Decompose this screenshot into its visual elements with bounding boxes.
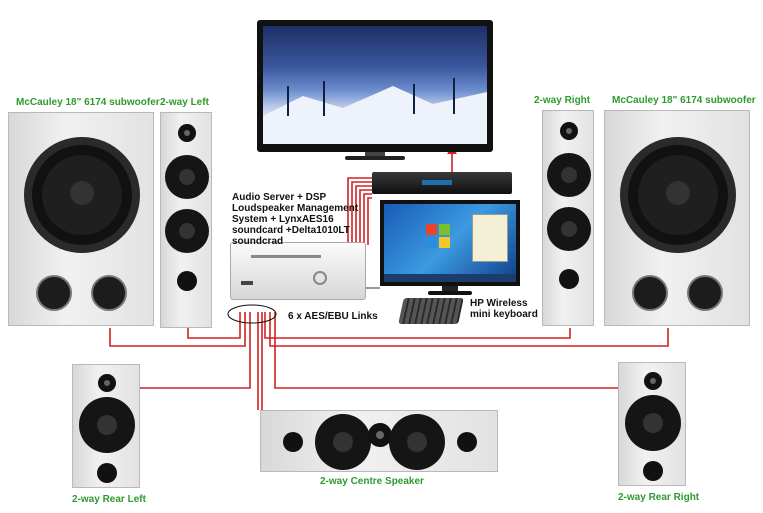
speaker-rear-right xyxy=(618,362,686,486)
label-rear-left: 2-way Rear Left xyxy=(72,494,146,505)
label-audio-server: Audio Server + DSP Loudspeaker Managemen… xyxy=(232,192,359,247)
subwoofer-left xyxy=(8,112,154,326)
wireless-keyboard xyxy=(398,298,464,324)
aes-links-ellipse xyxy=(227,304,277,324)
bluray-player xyxy=(372,172,512,194)
cable-server-bluray xyxy=(347,177,372,245)
label-aes-links: 6 x AES/EBU Links xyxy=(288,311,378,322)
monitor xyxy=(380,200,520,295)
audio-server xyxy=(230,242,366,300)
cable-front-left xyxy=(187,312,241,339)
tv-stand xyxy=(365,152,385,158)
speaker-front-left xyxy=(160,112,212,328)
label-sub-left: McCauley 18" 6174 subwoofer xyxy=(16,97,160,108)
cable-front-right xyxy=(264,312,571,339)
cable-sub-right xyxy=(269,312,669,347)
subwoofer-right xyxy=(604,110,750,326)
label-two-way-left: 2-way Left xyxy=(160,97,209,108)
label-rear-right: 2-way Rear Right xyxy=(618,492,700,503)
television xyxy=(257,20,495,160)
speaker-rear-left xyxy=(72,364,140,488)
cable-rear-right xyxy=(274,312,618,389)
windows-logo-icon xyxy=(426,224,450,248)
power-button-icon xyxy=(313,271,327,285)
label-sub-right: McCauley 18" 6174 subwoofer xyxy=(612,95,756,106)
label-two-way-right: 2-way Right xyxy=(534,95,591,106)
cable-rear-left xyxy=(140,312,251,389)
label-centre: 2-way Centre Speaker xyxy=(320,476,424,487)
label-keyboard: HP Wireless mini keyboard xyxy=(470,298,538,320)
speaker-front-right xyxy=(542,110,594,326)
speaker-centre xyxy=(260,410,498,472)
cable-sub-left xyxy=(109,312,246,347)
